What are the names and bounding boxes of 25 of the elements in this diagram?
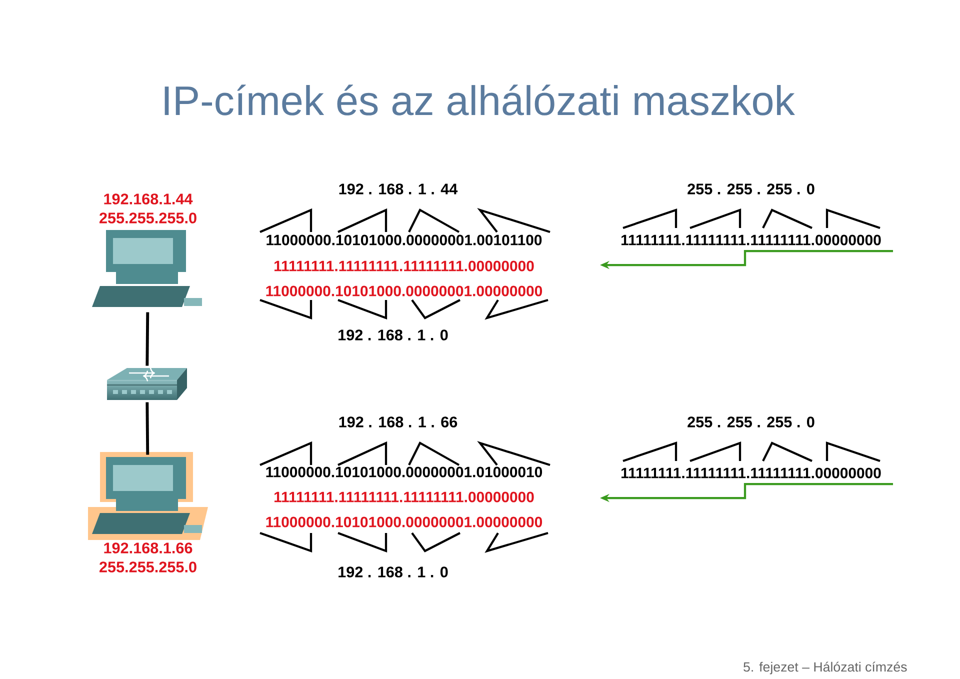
decimal-network: 192 . 168 . 1 . 0 bbox=[338, 330, 448, 340]
connector-line bbox=[146, 402, 150, 455]
footer-text: 5. fejezet – Hálózati címzés bbox=[744, 662, 907, 674]
computer-drawing bbox=[92, 230, 202, 307]
address-label: 255.255.255.0 bbox=[100, 562, 196, 572]
binary-mask: 11111111.11111111.11111111.00000000 bbox=[622, 468, 881, 478]
address-label: 255.255.255.0 bbox=[100, 212, 196, 224]
binary-mask: 11111111.11111111.11111111.00000000 bbox=[274, 260, 534, 272]
decimal-network: 192 . 168 . 1 . 0 bbox=[338, 566, 448, 578]
connector-line bbox=[146, 312, 150, 366]
decimal-mask: 255 . 255 . 255 . 0 bbox=[688, 416, 814, 428]
title: IP-címek és az alhálózati maszkok bbox=[164, 84, 795, 116]
decimal-address: 192 . 168 . 1 . 66 bbox=[339, 416, 458, 428]
binary-address: 11000000.10101000.00000001.00101100 bbox=[266, 234, 542, 246]
binary-mask: 11111111.11111111.11111111.00000000 bbox=[274, 492, 534, 502]
binary-network: 11000000.10101000.00000001.00000000 bbox=[266, 516, 542, 528]
decimal-address: 192 . 168 . 1 . 44 bbox=[339, 184, 458, 194]
address-label: 192.168.1.44 bbox=[104, 194, 193, 204]
computer-drawing bbox=[88, 452, 208, 540]
address-label: 192.168.1.66 bbox=[104, 542, 192, 554]
decimal-mask: 255 . 255 . 255 . 0 bbox=[688, 184, 814, 194]
switch-drawing bbox=[106, 368, 187, 400]
binary-network: 11000000.10101000.00000001.00000000 bbox=[266, 286, 542, 296]
binary-address: 11000000.10101000.00000001.01000010 bbox=[266, 466, 542, 478]
binary-mask: 11111111.11111111.11111111.00000000 bbox=[622, 234, 881, 246]
